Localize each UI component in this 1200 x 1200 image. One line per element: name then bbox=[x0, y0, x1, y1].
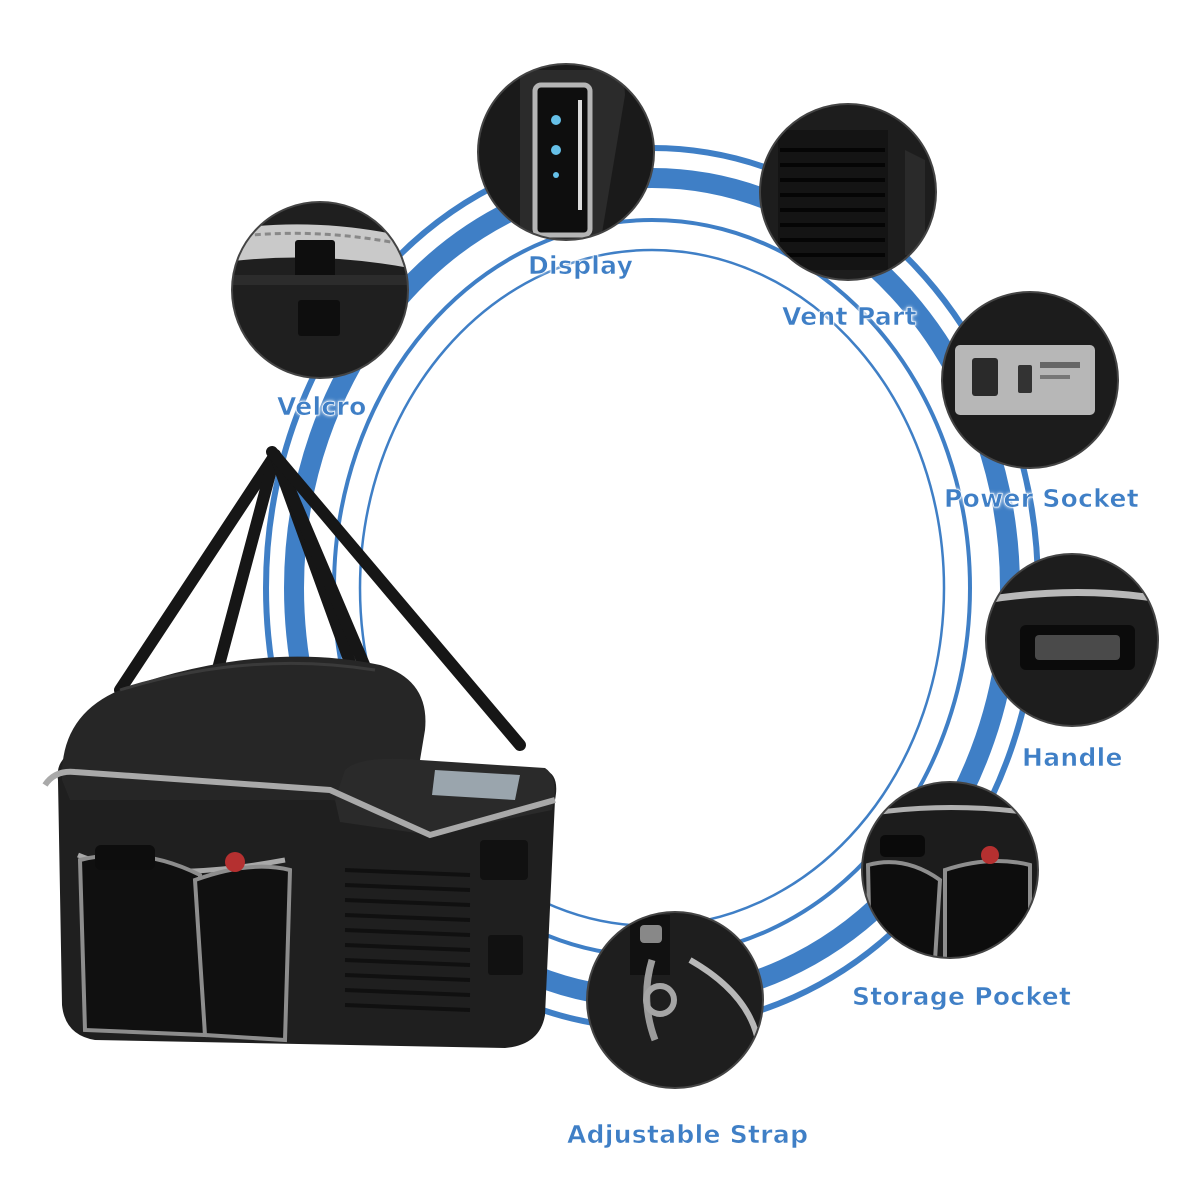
label-handle: Handle bbox=[1022, 743, 1123, 773]
velcro-detail-image bbox=[232, 202, 408, 378]
adjustable-strap-detail-image bbox=[587, 912, 763, 1088]
label-power-socket: Power Socket bbox=[944, 484, 1140, 514]
vent-part-detail-image bbox=[760, 104, 936, 280]
handle-detail-image bbox=[986, 554, 1158, 726]
label-adjustable-strap: Adjustable Strap bbox=[567, 1120, 809, 1150]
cooler-bag bbox=[42, 446, 557, 1048]
power-socket-detail-image bbox=[942, 292, 1118, 468]
label-display: Display bbox=[528, 251, 634, 281]
label-vent-part: Vent Part bbox=[782, 302, 917, 332]
display-detail-image bbox=[478, 64, 654, 240]
label-storage-pocket: Storage Pocket bbox=[852, 982, 1072, 1012]
label-velcro: Velcro bbox=[277, 392, 367, 422]
